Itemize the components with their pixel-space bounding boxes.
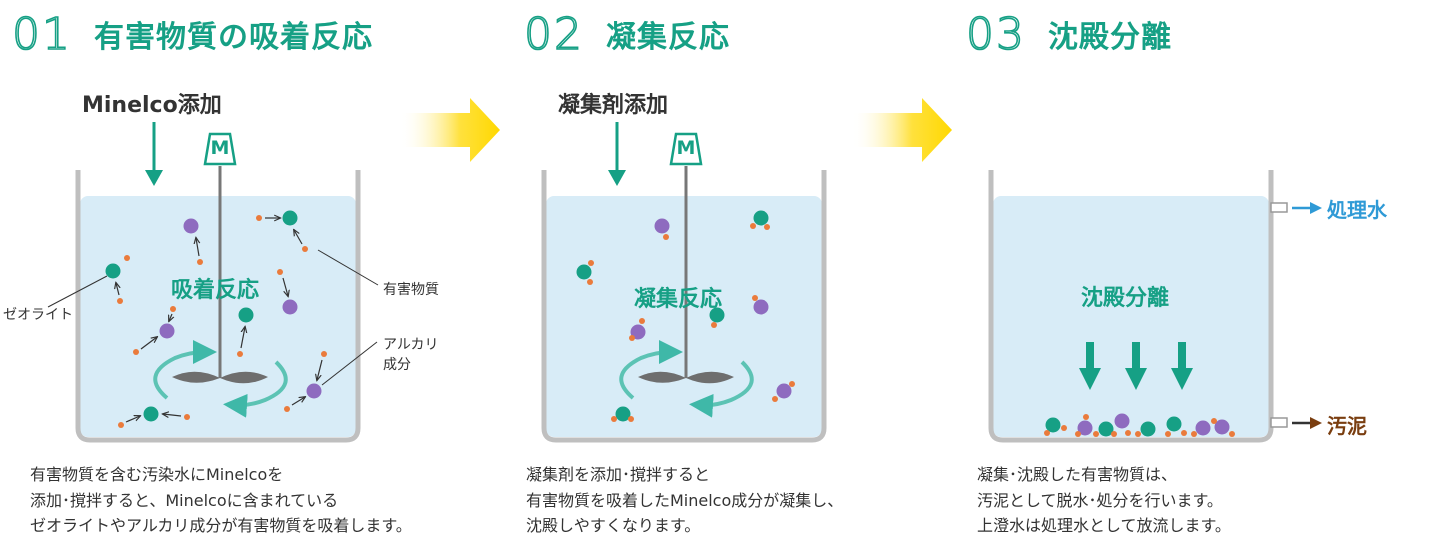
tank-1 [47,122,379,443]
step-2-description: 凝集剤を添加･撹拌すると 有害物質を吸着したMinelco成分が凝集し、 沈殿し… [526,465,844,535]
motor-label-2: M [676,137,696,159]
tank-2 [541,122,827,443]
step-2-number: 02 [523,8,584,61]
step-1-heading: 有害物質の吸着反応 [94,20,373,55]
reaction-label-1: 吸着反応 [171,278,260,303]
reaction-label-3: 沈殿分離 [1081,286,1170,311]
sludge-label: 汚泥 [1327,414,1367,438]
step-arrow-2 [852,98,952,162]
step-arrow-1 [400,98,500,162]
motor-label-1: M [210,137,230,159]
additive-label-2: 凝集剤添加 [558,93,669,118]
alkali-callout: アルカリ 成分 [383,337,439,373]
zeolite-callout: ゼオライト [3,307,73,323]
step-1-description: 有害物質を含む汚染水にMinelcoを 添加･撹拌すると、Minelcoに含まれ… [30,465,412,535]
step-3-description: 凝集･沈殿した有害物質は、 汚泥として脱水･処分を行います。 上澄水は処理水とし… [977,465,1231,535]
step-3-title: 03 沈殿分離 [965,6,1172,62]
step-3-number: 03 [965,8,1026,61]
treated-water-label: 処理水 [1327,198,1387,222]
tank-3 [988,170,1322,443]
step-1-number: 01 [11,8,72,61]
reaction-label-2: 凝集反応 [634,287,723,312]
step-2-heading: 凝集反応 [606,20,730,55]
step-2-title: 02 凝集反応 [523,6,730,62]
additive-label-1: Minelco添加 [82,93,222,118]
step-3-heading: 沈殿分離 [1048,20,1172,55]
harmful-substance-callout: 有害物質 [383,282,439,298]
step-1-title: 01 有害物質の吸着反応 [11,6,373,62]
